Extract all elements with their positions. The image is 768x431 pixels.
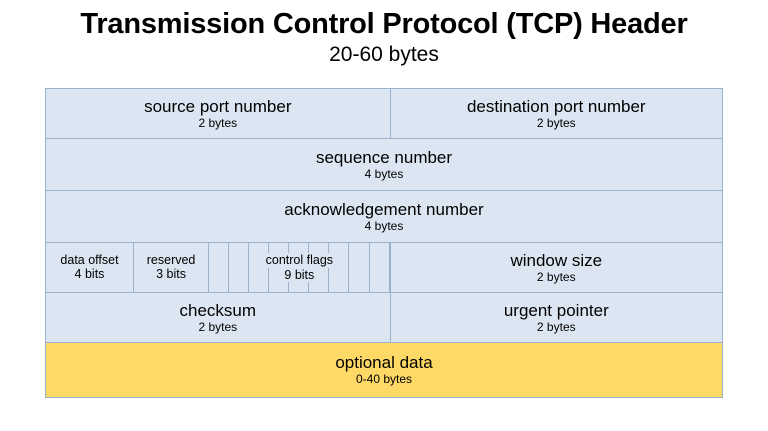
field-label: reserved bbox=[146, 253, 196, 267]
table-row-acknowledgement: acknowledgement number 4 bytes bbox=[46, 191, 723, 243]
page-title: Transmission Control Protocol (TCP) Head… bbox=[80, 8, 688, 40]
field-label: window size bbox=[510, 250, 603, 270]
field-window-size: window size 2 bytes bbox=[390, 243, 723, 293]
field-label: acknowledgement number bbox=[284, 199, 484, 219]
control-flag-bit bbox=[269, 243, 290, 292]
field-label: optional data bbox=[335, 353, 433, 373]
control-flag-bit bbox=[309, 243, 330, 292]
field-checksum: checksum 2 bytes bbox=[46, 293, 391, 343]
field-size: 2 bytes bbox=[536, 269, 576, 284]
field-size: 4 bytes bbox=[364, 166, 404, 181]
field-data-offset: data offset 4 bits bbox=[46, 243, 134, 293]
table-row-flags: data offset 4 bits reserved 3 bits contr… bbox=[46, 243, 723, 293]
field-reserved: reserved 3 bits bbox=[134, 243, 210, 293]
field-label: sequence number bbox=[315, 147, 453, 167]
field-size: 2 bytes bbox=[536, 115, 576, 130]
field-size: 0-40 bytes bbox=[355, 372, 413, 387]
control-flag-bit bbox=[370, 243, 390, 292]
control-flag-bit bbox=[209, 243, 230, 292]
field-label: source port number bbox=[144, 96, 292, 116]
table-row-ports: source port number 2 bytes destination p… bbox=[46, 89, 723, 139]
field-label: destination port number bbox=[466, 96, 646, 116]
table-row-optional: optional data 0-40 bytes bbox=[46, 343, 723, 398]
control-flag-bit bbox=[289, 243, 310, 292]
control-flag-bit bbox=[249, 243, 270, 292]
field-urgent-pointer: urgent pointer 2 bytes bbox=[390, 293, 723, 343]
table-row-sequence: sequence number 4 bytes bbox=[46, 139, 723, 191]
field-size: 2 bytes bbox=[198, 115, 238, 130]
table-row-checksum: checksum 2 bytes urgent pointer 2 bytes bbox=[46, 293, 723, 343]
field-sequence-number: sequence number 4 bytes bbox=[46, 139, 723, 191]
field-label: data offset bbox=[60, 253, 119, 267]
field-source-port: source port number 2 bytes bbox=[46, 89, 391, 139]
control-flag-bit bbox=[349, 243, 370, 292]
field-control-flags: control flags 9 bits bbox=[209, 243, 391, 293]
field-size: 2 bytes bbox=[536, 319, 576, 334]
field-optional-data: optional data 0-40 bytes bbox=[46, 343, 723, 398]
field-acknowledgement-number: acknowledgement number 4 bytes bbox=[46, 191, 723, 243]
field-size: 4 bits bbox=[74, 267, 105, 281]
control-flag-bit bbox=[229, 243, 250, 292]
field-size: 3 bits bbox=[156, 267, 187, 281]
title-block: Transmission Control Protocol (TCP) Head… bbox=[0, 8, 768, 68]
control-flag-bit bbox=[329, 243, 350, 292]
field-label: urgent pointer bbox=[503, 300, 609, 320]
field-size: 2 bytes bbox=[198, 319, 238, 334]
tcp-header-table: source port number 2 bytes destination p… bbox=[45, 88, 723, 398]
field-destination-port: destination port number 2 bytes bbox=[390, 89, 723, 139]
page-subtitle: 20-60 bytes bbox=[329, 43, 439, 67]
field-label: checksum bbox=[179, 300, 257, 320]
field-size: 4 bytes bbox=[364, 218, 404, 233]
